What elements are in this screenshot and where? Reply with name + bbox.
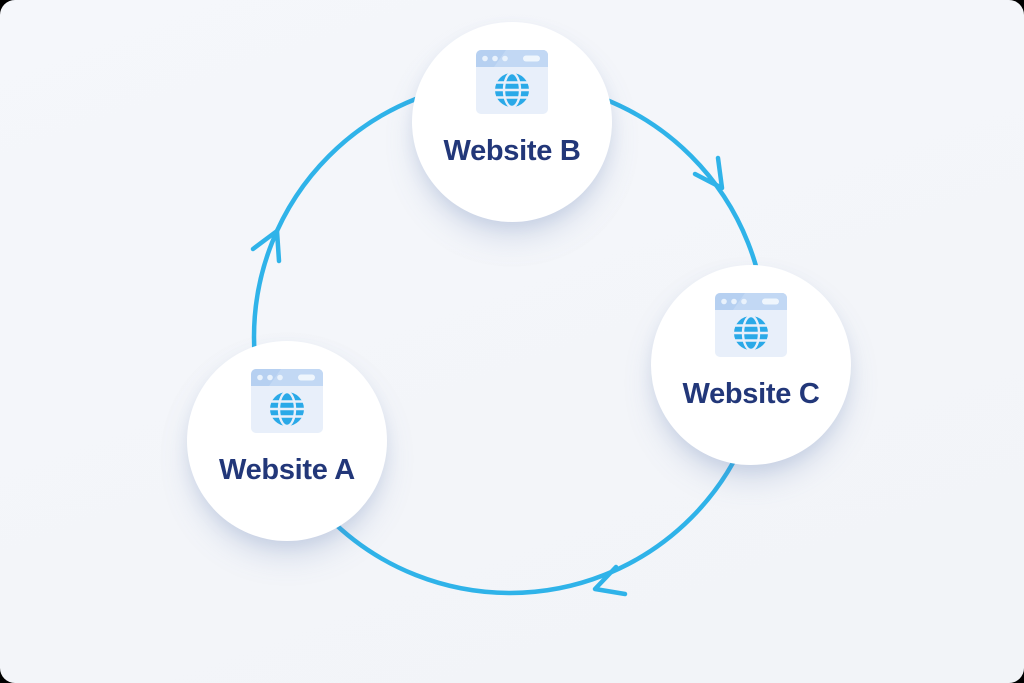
node-website-a: Website A xyxy=(187,341,387,541)
arrowhead-a-to-b-icon xyxy=(250,228,282,264)
node-label-website-c: Website C xyxy=(682,378,820,410)
node-label-website-b: Website B xyxy=(443,135,581,167)
browser-globe-icon xyxy=(715,293,787,357)
arrowhead-b-to-c-icon xyxy=(692,155,725,191)
arrowhead-c-to-a-icon xyxy=(592,564,628,597)
node-website-b: Website B xyxy=(412,22,612,222)
browser-globe-icon xyxy=(476,50,548,114)
browser-globe-icon xyxy=(251,369,323,433)
node-website-c: Website C xyxy=(651,265,851,465)
node-label-website-a: Website A xyxy=(219,454,355,486)
